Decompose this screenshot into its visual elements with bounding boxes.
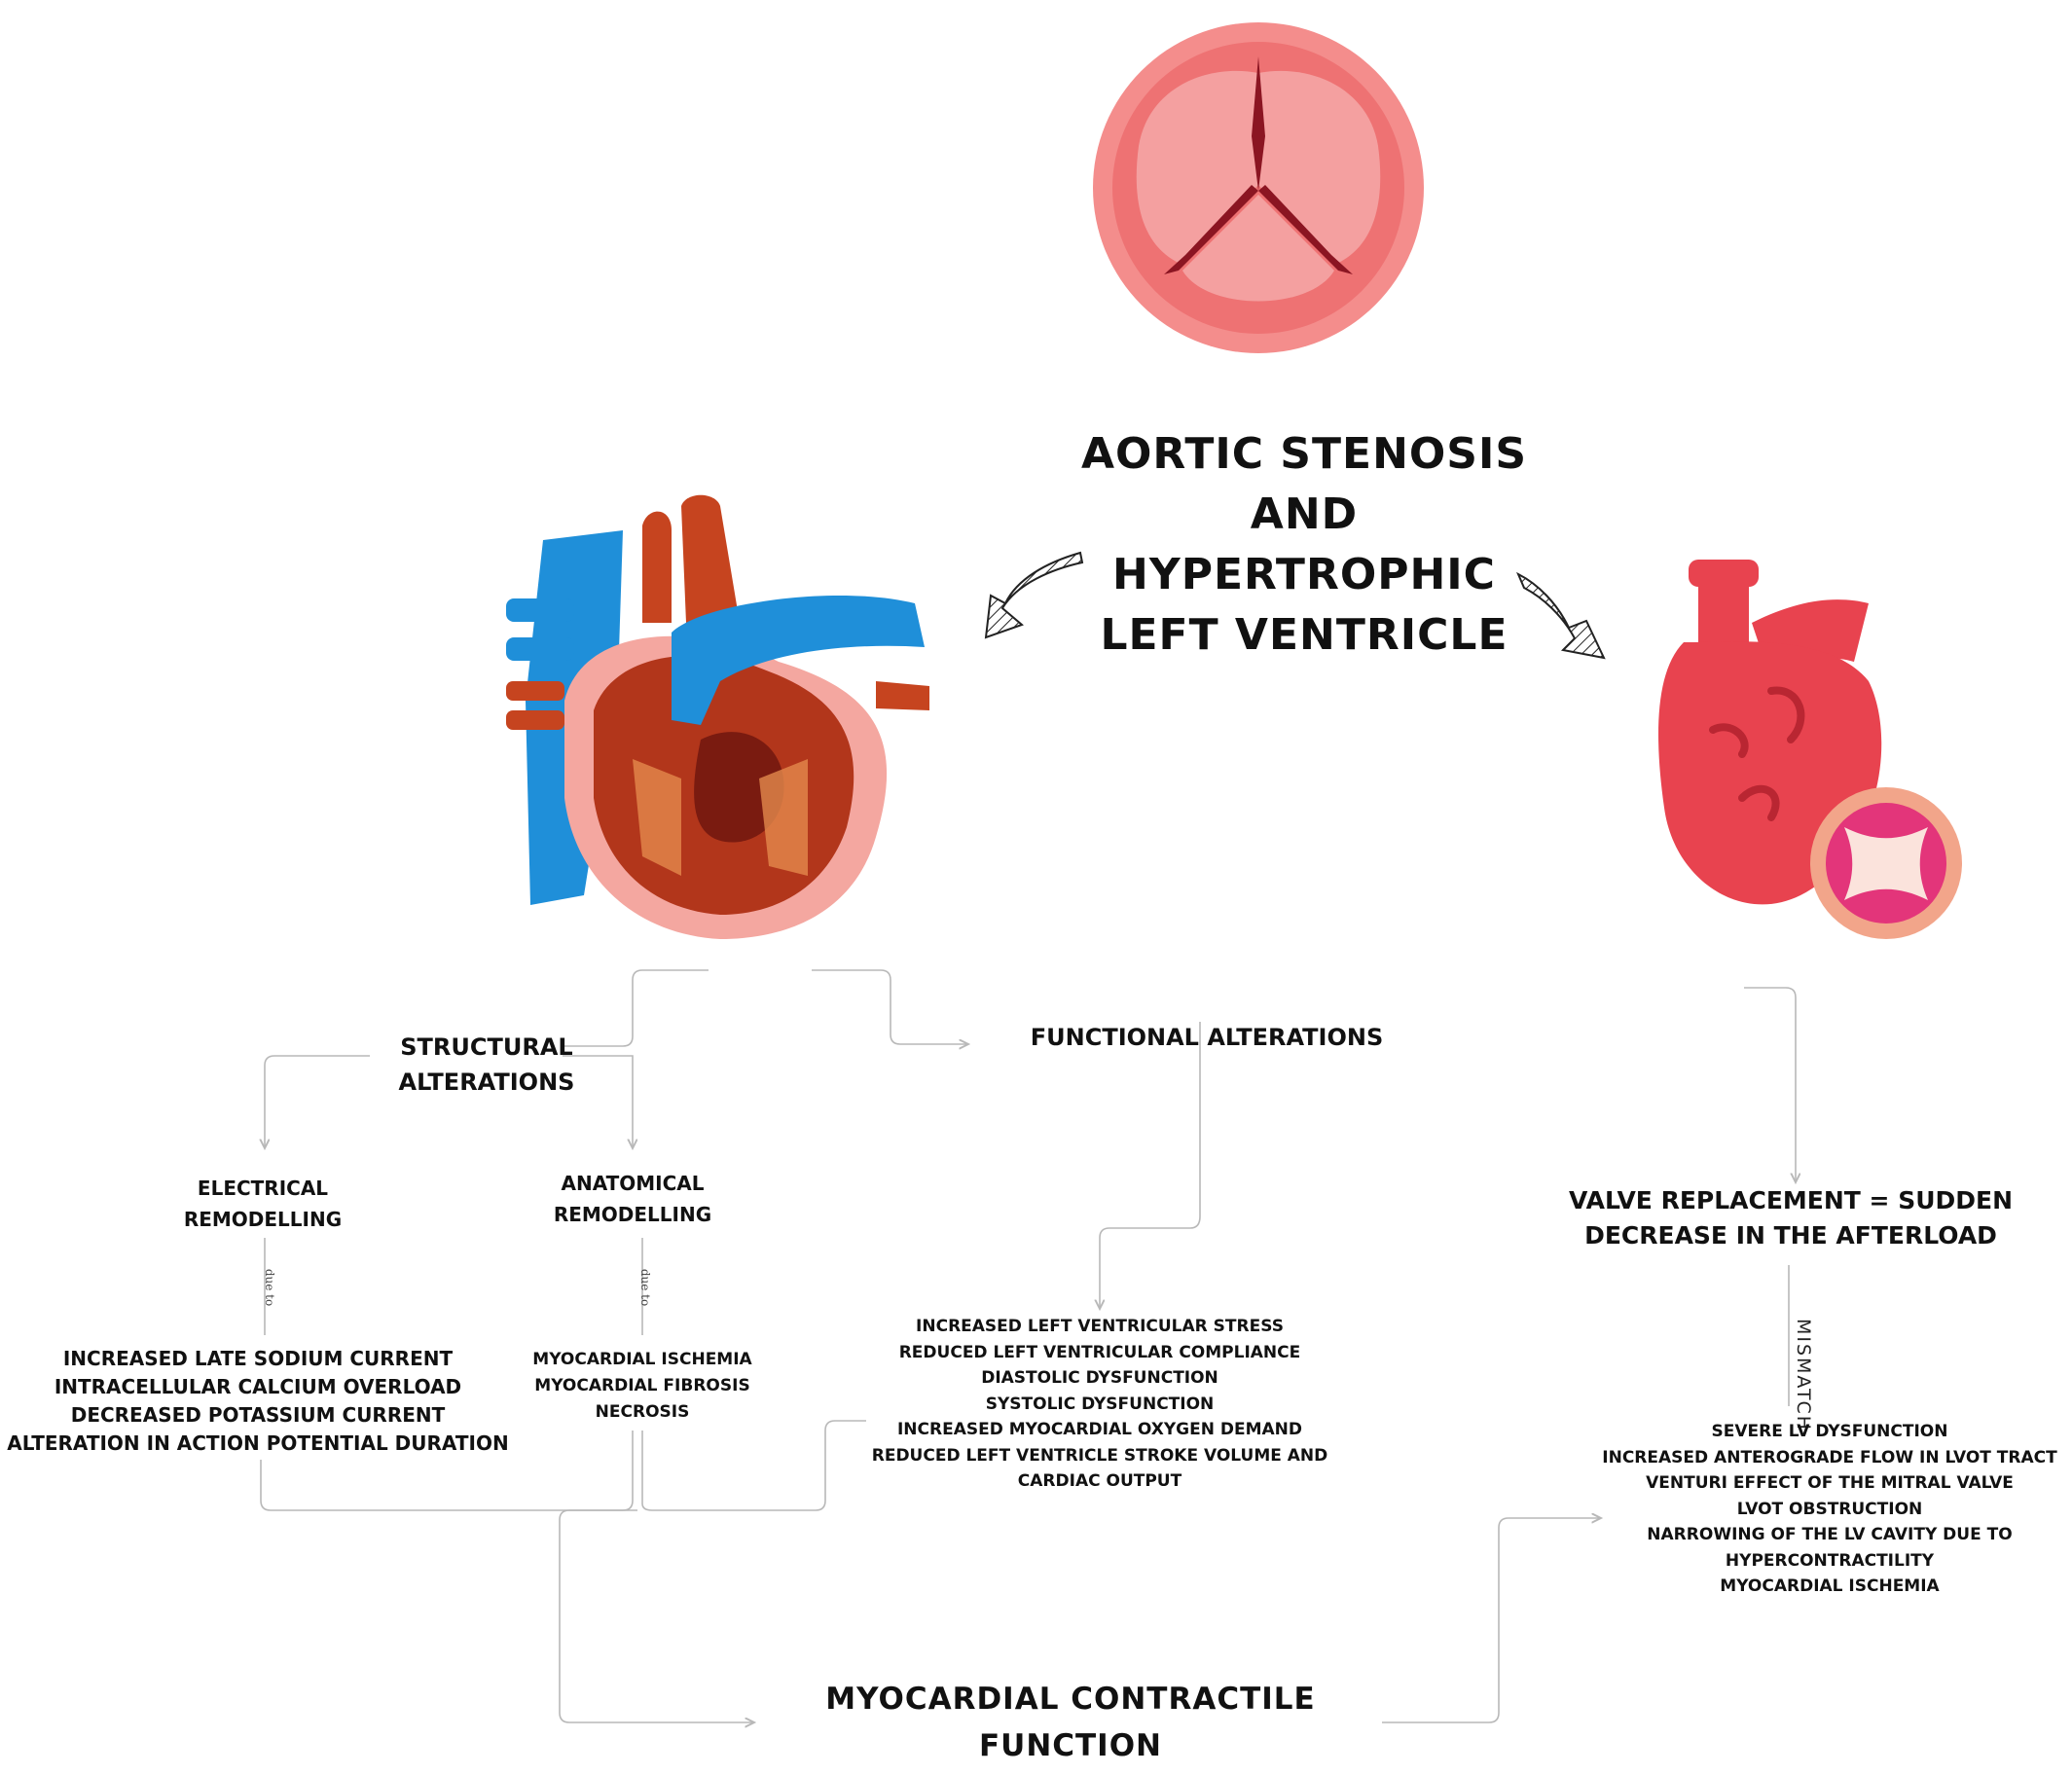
connector-anatomical-contractile — [641, 1420, 866, 1511]
list-item: LVOT OBSTRUCTION — [1736, 1499, 1923, 1519]
connector-structural-electrical — [265, 1055, 370, 1148]
main-title: AORTIC STENOSIS AND HYPERTROPHIC LEFT VE… — [1061, 424, 1547, 666]
contractile-line: MYOCARDIAL CONTRACTILE — [825, 1682, 1316, 1717]
connector-to-contractile — [559, 1509, 754, 1722]
title-line: LEFT VENTRICLE — [1100, 610, 1509, 660]
list-item: INTRACELLULAR CALCIUM OVERLOAD — [54, 1375, 462, 1398]
list-item: INCREASED MYOCARDIAL OXYGEN DEMAND — [896, 1420, 1303, 1439]
anatomical-remodelling-node: ANATOMICAL REMODELLING — [526, 1168, 740, 1230]
right-hatched-arrow-icon — [1516, 571, 1606, 660]
list-item: MYOCARDIAL ISCHEMIA — [1720, 1576, 1940, 1596]
connector-contractile-valve-list — [1382, 1518, 1601, 1723]
electrical-causes-list: INCREASED LATE SODIUM CURRENT INTRACELLU… — [0, 1345, 516, 1458]
structural-line: STRUCTURAL — [400, 1033, 573, 1061]
due-to-label-anatomical: due to — [638, 1268, 653, 1307]
list-item: CARDIAC OUTPUT — [1017, 1471, 1182, 1491]
list-item: NECROSIS — [595, 1402, 690, 1422]
functional-effects-list: INCREASED LEFT VENTRICULAR STRESS REDUCE… — [837, 1314, 1363, 1495]
list-item: INCREASED LATE SODIUM CURRENT — [62, 1347, 454, 1370]
list-item: SEVERE LV DYSFUNCTION — [1711, 1422, 1948, 1441]
valve-replacement-effects-list: SEVERE LV DYSFUNCTION INCREASED ANTEROGR… — [1596, 1419, 2063, 1600]
list-item: NARROWING OF THE LV CAVITY DUE TO — [1647, 1525, 2013, 1544]
electrical-line: REMODELLING — [183, 1208, 343, 1231]
connector-lists-contractile — [260, 1431, 634, 1511]
myocardial-contractile-function-node: MYOCARDIAL CONTRACTILE FUNCTION — [798, 1676, 1343, 1769]
list-item: DIASTOLIC DYSFUNCTION — [981, 1368, 1218, 1388]
connector-heart-valve — [1744, 987, 1796, 1182]
anatomical-line: REMODELLING — [553, 1203, 712, 1226]
cartoon-heart-icon — [1658, 560, 1962, 939]
connector-structural-anatomical — [563, 1055, 633, 1148]
valve-line: VALVE REPLACEMENT = SUDDEN — [1568, 1186, 2014, 1214]
valve-replacement-node: VALVE REPLACEMENT = SUDDEN DECREASE IN T… — [1547, 1183, 2034, 1253]
list-item: REDUCED LEFT VENTRICLE STROKE VOLUME AND — [871, 1445, 1328, 1466]
list-item: INCREASED LEFT VENTRICULAR STRESS — [916, 1317, 1284, 1336]
anatomical-causes-list: MYOCARDIAL ISCHEMIA MYOCARDIAL FIBROSIS … — [506, 1347, 779, 1426]
contractile-line: FUNCTION — [978, 1728, 1163, 1763]
mismatch-label: MISMATCH — [1793, 1318, 1815, 1432]
anatomical-line: ANATOMICAL — [561, 1172, 705, 1195]
anatomical-heart-icon — [506, 494, 929, 939]
title-line: AORTIC STENOSIS — [1080, 429, 1528, 479]
list-item: HYPERCONTRACTILITY — [1725, 1550, 1935, 1571]
list-item: SYSTOLIC DYSFUNCTION — [985, 1394, 1215, 1414]
electrical-remodelling-node: ELECTRICAL REMODELLING — [156, 1173, 370, 1235]
list-item: DECREASED POTASSIUM CURRENT — [70, 1403, 446, 1427]
connector-heart-structural — [564, 969, 709, 1047]
connector-heart-functional — [812, 969, 968, 1044]
list-item: INCREASED ANTEROGRADE FLOW IN LVOT TRACT — [1602, 1447, 2057, 1467]
valve-line: DECREASE IN THE AFTERLOAD — [1584, 1221, 1997, 1250]
left-hatched-arrow-icon — [984, 551, 1084, 639]
title-line: HYPERTROPHIC — [1112, 550, 1496, 599]
list-item: ALTERATION IN ACTION POTENTIAL DURATION — [7, 1431, 509, 1455]
list-item: REDUCED LEFT VENTRICULAR COMPLIANCE — [898, 1342, 1301, 1362]
due-to-label-electrical: due to — [263, 1268, 277, 1307]
list-item: MYOCARDIAL FIBROSIS — [534, 1376, 750, 1395]
structural-alterations-node: STRUCTURAL ALTERATIONS — [370, 1030, 603, 1100]
aortic-valve-icon — [1093, 22, 1424, 353]
electrical-line: ELECTRICAL — [197, 1177, 329, 1200]
list-item: MYOCARDIAL ISCHEMIA — [532, 1350, 752, 1369]
title-line: AND — [1250, 489, 1359, 539]
functional-alterations-node: FUNCTIONAL ALTERATIONS — [1030, 1024, 1384, 1051]
connector-functional-list — [1100, 1022, 1201, 1309]
structural-line: ALTERATIONS — [398, 1069, 575, 1096]
list-item: VENTURI EFFECT OF THE MITRAL VALVE — [1646, 1473, 2014, 1493]
